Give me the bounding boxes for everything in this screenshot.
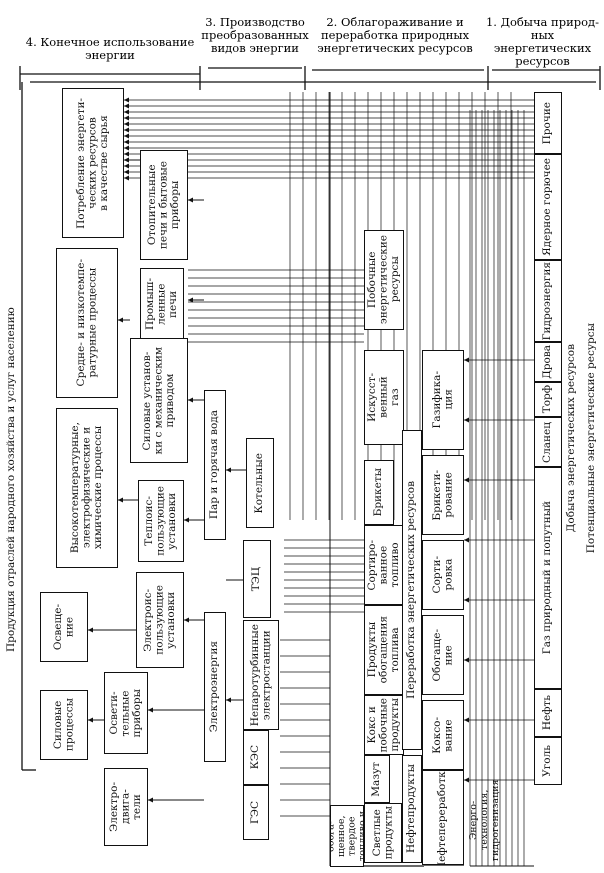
box-other: Прочие	[534, 92, 562, 154]
box-light-products: Светлые продукты	[364, 803, 402, 863]
arrow-head	[226, 697, 231, 703]
header-production: 3. Производство преобразованных видов эн…	[201, 15, 309, 55]
arrow-head	[124, 145, 129, 151]
arrow-head	[124, 103, 129, 109]
box-sorting: Сорти- ровка	[422, 540, 464, 610]
box-power-processes: Силовые процессы	[40, 690, 88, 760]
arrow-head	[124, 163, 129, 169]
arrow-head	[118, 317, 123, 323]
arrow-head	[464, 597, 469, 603]
arrow-head	[124, 97, 129, 103]
arrow-head	[184, 517, 189, 523]
box-stoves: Отопительные печи и бытовые приборы	[140, 150, 188, 260]
arrow-head	[464, 357, 469, 363]
arrow-head	[464, 717, 469, 723]
box-sorted-fuel: Сортиро- ванное топливо	[364, 525, 404, 605]
box-nonturbine-stations: Непаротурбинные электростанции	[243, 620, 279, 730]
box-oil-refining: Нефтепереработка	[422, 770, 464, 865]
box-heat-installations: Теплоис- пользующие установки	[138, 480, 184, 562]
box-oil-products: Нефтепродукты	[402, 755, 422, 863]
arrow-head	[88, 717, 93, 723]
box-coke: Кокс и побочные продукты	[364, 695, 404, 755]
arrow-head	[148, 707, 153, 713]
box-artificial-gas: Искусст- венный газ	[364, 350, 404, 445]
box-industrial-furnaces: Промыш- ленные печи	[140, 268, 184, 340]
box-liquid-fuel: Жидкое, обога- щенное, твердое топливо и…	[330, 805, 364, 867]
arrow-head	[464, 477, 469, 483]
energy-tech-label: Энерго- технология, гидрогенизация	[468, 779, 501, 861]
box-electric-installations: Электроис- пользующие установки	[136, 572, 184, 668]
box-raw-consumption: Потребление энергети- ческих ресурсов в …	[62, 88, 124, 238]
box-electric-motors: Электро- двига- тели	[104, 768, 148, 846]
box-briquetting: Брикети- рование	[422, 455, 464, 535]
arrow-head	[124, 133, 129, 139]
box-tec: ТЭЦ	[243, 540, 271, 618]
box-gas: Газ природный и попутный	[534, 467, 562, 689]
arrow-head	[226, 467, 231, 473]
box-wood: Дрова	[534, 342, 562, 382]
arrow-head	[124, 139, 129, 145]
arrow-head	[464, 777, 469, 783]
header-final-use: 4. Конечное использование энергии	[25, 35, 195, 62]
box-secondary-resources: Побочные энергетические ресурсы	[364, 230, 404, 330]
box-coal: Уголь	[534, 737, 562, 785]
header-extraction: 1. Добыча природ- ных энергетических рес…	[485, 15, 600, 68]
arrow-head	[464, 417, 469, 423]
box-steam-hot-water: Пар и горячая вода	[204, 390, 226, 540]
box-electricity: Электроэнергия	[204, 612, 226, 762]
box-briquettes: Брикеты	[364, 460, 394, 525]
box-potential-resources: Потенциальные энергетические ресурсы	[582, 92, 602, 785]
box-shale: Сланец	[534, 417, 562, 467]
arrow-head	[88, 627, 93, 633]
box-energy-tech	[424, 866, 464, 872]
box-peat: Торф	[534, 382, 562, 417]
arrow-head	[188, 297, 193, 303]
box-lighting: Освеще- ние	[40, 592, 88, 662]
box-power-installations: Силовые установ- ки с механическим приво…	[130, 338, 188, 463]
arrow-head	[464, 657, 469, 663]
arrow-head	[124, 169, 129, 175]
box-lighting-devices: Освети- тельные приборы	[104, 672, 148, 754]
arrow-head	[188, 397, 193, 403]
box-enrichment: Обогаще- ние	[422, 615, 464, 695]
box-enrichment-products: Продукты обогащения топлива	[364, 605, 404, 695]
arrow-head	[124, 127, 129, 133]
box-ges: ГЭС	[243, 785, 269, 840]
arrow-head	[124, 175, 129, 181]
box-nuclear: Ядерное горючее	[534, 154, 562, 260]
box-high-temp-processes: Высокотемпературные, электрофизические и…	[56, 408, 118, 568]
arrow-head	[184, 617, 189, 623]
arrow-head	[124, 121, 129, 127]
box-processing-label: Переработка энергетических ресурсов	[402, 430, 422, 750]
arrow-head	[464, 537, 469, 543]
box-kes: КЭС	[243, 730, 269, 785]
left-column-label: Продукция отраслей народного хозяйства и…	[5, 307, 17, 653]
arrow-head	[118, 497, 123, 503]
box-mid-low-processes: Средне- и низкотемпе- ратурные процессы	[56, 248, 118, 398]
box-hydro: Гидроэнергия	[534, 260, 562, 342]
box-gasification: Газифика- ция	[422, 350, 464, 450]
arrow-head	[124, 115, 129, 121]
box-oil: Нефть	[534, 689, 562, 737]
box-mazut: Мазут	[364, 755, 390, 803]
header-processing: 2. Облагораживание и переработка природн…	[317, 15, 473, 55]
arrow-head	[124, 157, 129, 163]
arrow-head	[124, 109, 129, 115]
arrow-head	[124, 151, 129, 157]
arrow-head	[188, 197, 193, 203]
box-extraction-label: Добыча энергетических ресурсов	[562, 92, 582, 785]
box-coking: Коксо- вание	[422, 700, 464, 770]
arrow-head	[148, 797, 153, 803]
box-boiler-houses: Котельные	[246, 438, 274, 528]
